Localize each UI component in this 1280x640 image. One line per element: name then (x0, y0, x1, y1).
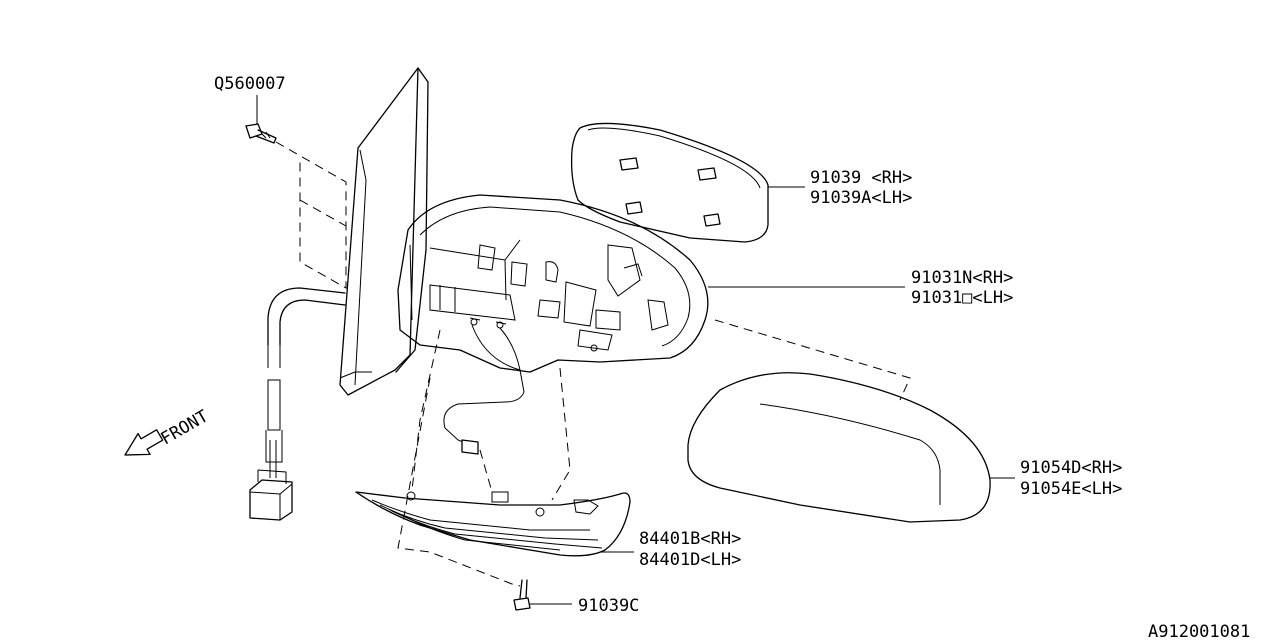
lamp-wire (443, 324, 525, 446)
callout-91031n-rh: 91031N<RH> (911, 268, 1013, 288)
front-label: FRONT (158, 406, 212, 449)
mirror-base-mount (339, 67, 429, 396)
callout-91054d-rh: 91054D<RH> (1020, 458, 1122, 478)
callout-q560007: Q560007 (214, 74, 286, 94)
wire-harness (265, 287, 346, 478)
callout-84401d-lh: 84401D<LH> (639, 550, 741, 570)
callout-91054e-lh: 91054E<LH> (1020, 479, 1122, 499)
screw-bottom-icon (513, 579, 531, 611)
callout-91039-rh: 91039 <RH> (810, 168, 912, 188)
turn-lamp (355, 491, 631, 557)
callout-84401b-rh: 84401B<RH> (639, 529, 741, 549)
callout-91031-lh: 91031□<LH> (911, 288, 1013, 308)
callout-91039a-lh: 91039A<LH> (810, 188, 912, 208)
callout-91039c: 91039C (578, 596, 639, 616)
front-arrow-icon (124, 429, 164, 456)
connector-icon (249, 469, 293, 521)
mirror-cover (687, 372, 991, 523)
diagram-id: A912001081 (1148, 622, 1250, 640)
mirror-housing (397, 194, 709, 373)
screw-top-icon (245, 123, 277, 144)
mirror-glass (570, 122, 769, 243)
